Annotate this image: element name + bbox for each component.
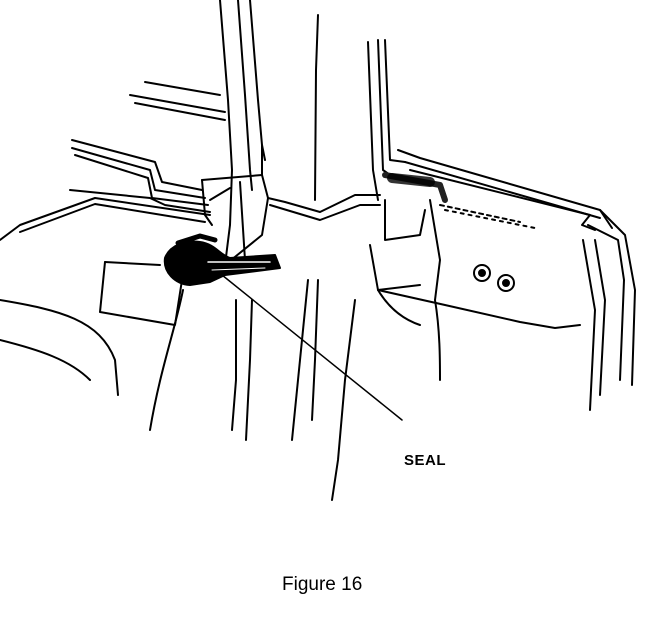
window-channel-trim bbox=[69, 81, 226, 213]
center-pillar bbox=[201, 0, 356, 501]
figure-caption: Figure 16 bbox=[282, 574, 363, 595]
seal-blob bbox=[163, 233, 281, 286]
seal-callout-label: SEAL bbox=[404, 452, 447, 469]
door-fasteners bbox=[473, 264, 515, 292]
fastener-2 bbox=[497, 274, 515, 292]
upper-seal-strip bbox=[382, 172, 536, 229]
fastener-1 bbox=[473, 264, 491, 282]
rear-door-panel bbox=[367, 39, 636, 411]
left-body-panel bbox=[0, 197, 211, 431]
seal-leader-line bbox=[221, 274, 403, 421]
